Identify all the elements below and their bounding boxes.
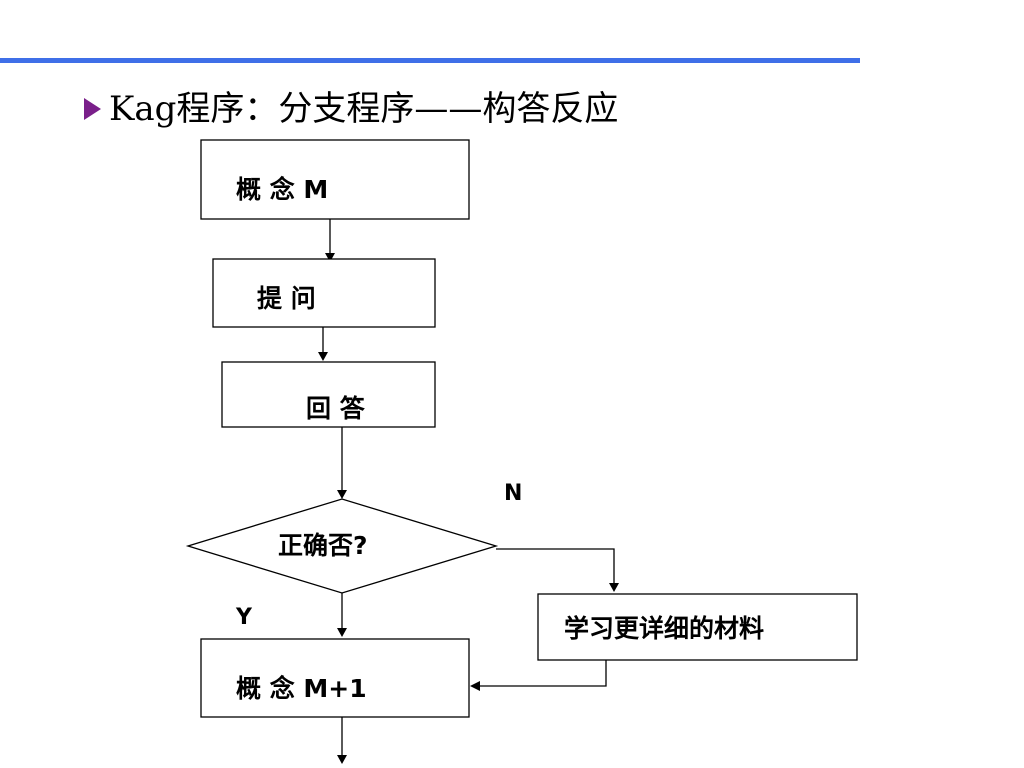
node-concept-m: 概 念 M xyxy=(200,139,470,220)
node-concept-m-label: 概 念 M xyxy=(236,175,328,204)
branch-label-yes: Y xyxy=(235,605,253,630)
node-concept-m1-label: 概 念 M+1 xyxy=(236,674,367,703)
node-detailed-material-label: 学习更详细的材料 xyxy=(564,614,764,643)
connector-answer-to-decision xyxy=(337,427,347,499)
connector-decision-to-material xyxy=(496,548,619,592)
node-answer: 回 答 xyxy=(221,361,436,428)
slide-title: Kag程序：分支程序——构答反应 xyxy=(84,84,618,134)
connector-concept-to-question xyxy=(325,219,335,262)
connector-question-to-answer xyxy=(318,327,328,361)
node-answer-label: 回 答 xyxy=(306,394,366,423)
connector-material-to-concept-m1 xyxy=(470,660,607,691)
arrowhead-bullet-icon xyxy=(84,98,101,120)
connector-decision-to-concept-m1 xyxy=(337,593,347,637)
node-decision: 正确否? xyxy=(185,498,499,594)
slide-title-text: Kag程序：分支程序——构答反应 xyxy=(109,89,619,129)
node-detailed-material: 学习更详细的材料 xyxy=(537,593,858,661)
branch-label-no: N xyxy=(504,481,522,506)
title-rule xyxy=(0,58,860,63)
node-concept-m1: 概 念 M+1 xyxy=(200,638,470,718)
node-question-label: 提 问 xyxy=(257,284,316,313)
node-decision-label: 正确否? xyxy=(278,531,368,560)
connector-concept-m1-out xyxy=(337,717,347,764)
node-question: 提 问 xyxy=(212,258,436,328)
